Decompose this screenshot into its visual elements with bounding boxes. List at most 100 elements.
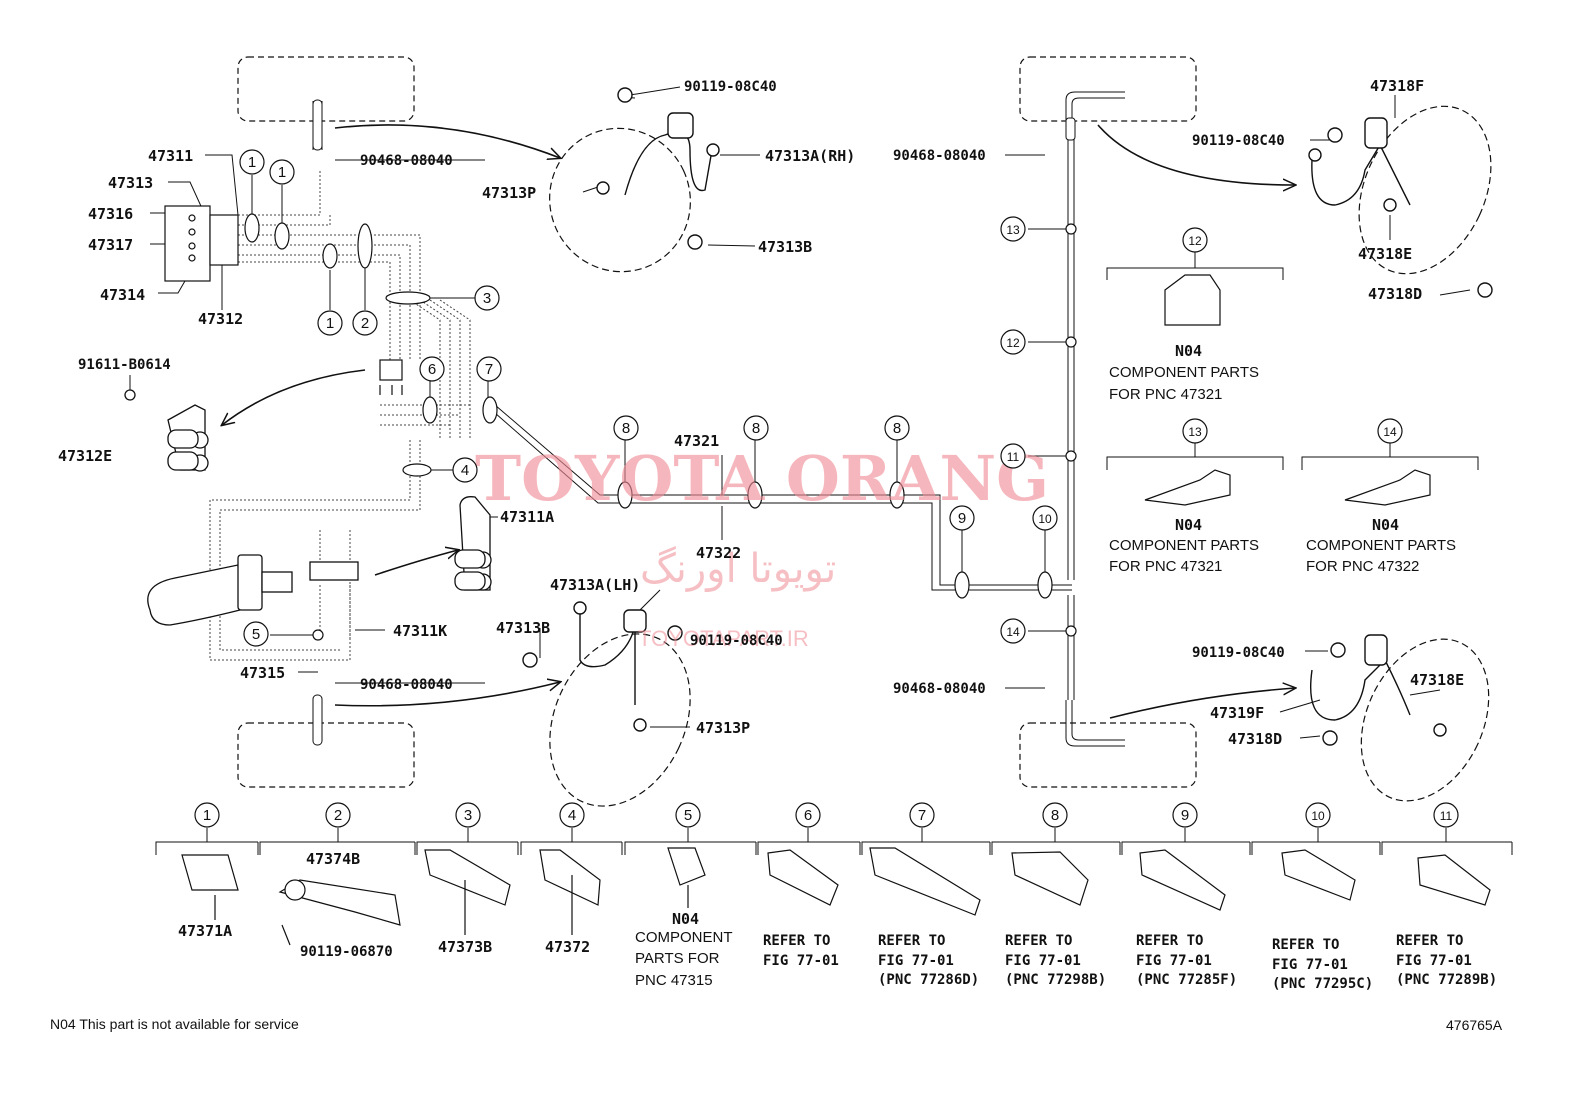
refer-blocks: REFER TO FIG 77-01 REFER TO FIG 77-01 (P…: [763, 933, 1497, 992]
refer-10-line2: FIG 77-01: [1272, 957, 1348, 973]
callout-number-8: 8: [1051, 807, 1059, 824]
n04-line2-5: PARTS FOR: [635, 950, 720, 967]
group-brackets: [155, 250, 1513, 855]
label-47312E: 47312E: [58, 447, 112, 465]
label-47316: 47316: [88, 205, 133, 223]
hose-detail-ovals: [549, 105, 1492, 807]
callout-circle-12: [1000, 329, 1026, 355]
bracket-47312E-sketch: [124, 389, 209, 472]
label-90119-top-right: 90119-08C40: [1192, 133, 1285, 149]
label-47314: 47314: [100, 286, 145, 304]
n04-line3-5: PNC 47315: [635, 972, 713, 989]
callout-number-5: 5: [252, 626, 260, 643]
callout-circle-7: [909, 802, 935, 828]
refer-10-line3: (PNC 77295C): [1272, 976, 1373, 992]
label-47372: 47372: [545, 938, 590, 956]
callout-circle-14: [1000, 618, 1026, 644]
label-47313B-top: 47313B: [758, 238, 812, 256]
refer-11-line3: (PNC 77289B): [1396, 972, 1497, 988]
label-47311A: 47311A: [500, 508, 554, 526]
label-47321: 47321: [674, 432, 719, 450]
label-90468-top-right: 90468-08040: [893, 148, 986, 164]
callout-circle-1: [317, 310, 343, 336]
label-47318F: 47318F: [1370, 77, 1424, 95]
callout-number-8: 8: [752, 420, 760, 437]
label-47315: 47315: [240, 664, 285, 682]
label-90119-top-left: 90119-08C40: [684, 79, 777, 95]
callout-number-13: 13: [1188, 425, 1202, 439]
label-47313A-LH: 47313A(LH): [550, 576, 640, 594]
refer-8-line3: (PNC 77298B): [1005, 972, 1106, 988]
callout-circle-12: [1182, 227, 1208, 253]
callout-circle-8: [613, 415, 639, 441]
label-47318E-top: 47318E: [1358, 245, 1412, 263]
label-47318D-bottom: 47318D: [1228, 730, 1282, 748]
refer-6-line1: REFER TO: [763, 933, 830, 949]
brake-tubes: [209, 91, 1125, 747]
callout-circle-10: [1032, 505, 1058, 531]
label-47313B-bottom: 47313B: [496, 619, 550, 637]
label-47311: 47311: [148, 147, 193, 165]
callout-circle-9: [1172, 802, 1198, 828]
callout-circle-8: [884, 415, 910, 441]
callout-number-8: 8: [893, 420, 901, 437]
refer-7-line3: (PNC 77286D): [878, 972, 979, 988]
callout-circle-13: [1182, 418, 1208, 444]
watermark-persian: تویوتا اورنگ: [640, 546, 836, 592]
callout-circle-6: [795, 802, 821, 828]
callout-circle-2: [325, 802, 351, 828]
label-90468-bottom-right: 90468-08040: [893, 681, 986, 697]
master-cylinder-sketch: [147, 554, 359, 626]
footer: N04 This part is not available for servi…: [50, 1016, 1503, 1033]
n04-line1-12: COMPONENT PARTS: [1109, 364, 1259, 381]
callout-number-10: 10: [1311, 809, 1325, 823]
n04-line1-14: COMPONENT PARTS: [1306, 537, 1456, 554]
footer-note: N04 This part is not available for servi…: [50, 1016, 299, 1032]
callout-number-4: 4: [461, 462, 469, 479]
n04-line2-12: FOR PNC 47321: [1109, 386, 1222, 403]
callout-circle-7: [476, 356, 502, 382]
part-labels: 47311 47313 47316 47317 47314 47312 9161…: [58, 77, 1464, 960]
label-47319F: 47319F: [1210, 704, 1264, 722]
refer-8-line2: FIG 77-01: [1005, 953, 1081, 969]
callout-number-9: 9: [1181, 807, 1189, 824]
label-90468-top-left: 90468-08040: [360, 153, 453, 169]
tube-clamps: [244, 213, 1077, 641]
callout-circle-8: [1042, 802, 1068, 828]
callout-circle-14: [1377, 418, 1403, 444]
refer-9-line1: REFER TO: [1136, 933, 1203, 949]
callout-number-4: 4: [568, 807, 576, 824]
label-47313P-top: 47313P: [482, 184, 536, 202]
callout-number-12: 12: [1006, 336, 1020, 350]
callout-number-14: 14: [1383, 425, 1397, 439]
callout-circle-10: [1305, 802, 1331, 828]
callout-number-1: 1: [203, 807, 211, 824]
label-47374B: 47374B: [306, 850, 360, 868]
n04-line1-5: COMPONENT: [635, 929, 733, 946]
watermark-brand: TOYOTA ORANG: [475, 442, 1049, 515]
callout-circle-13: [1000, 216, 1026, 242]
callout-circle-6: [419, 356, 445, 382]
callout-number-9: 9: [958, 510, 966, 527]
callout-number-2: 2: [361, 315, 369, 332]
label-90119-bottom-right: 90119-08C40: [1192, 645, 1285, 661]
callout-number-11: 11: [1007, 450, 1020, 464]
hose-sketches: [522, 87, 1493, 746]
watermark-url: TOYOTAPART.IR: [638, 626, 809, 651]
label-47373B: 47373B: [438, 938, 492, 956]
watermark: TOYOTA ORANG تویوتا اورنگ TOYOTAPART.IR: [475, 442, 1049, 651]
label-47313: 47313: [108, 174, 153, 192]
callout-circle-3: [474, 285, 500, 311]
label-47318D-top: 47318D: [1368, 285, 1422, 303]
callout-number-1: 1: [326, 315, 334, 332]
label-47371A: 47371A: [178, 922, 232, 940]
callout-number-3: 3: [464, 807, 472, 824]
callout-number-10: 10: [1038, 512, 1052, 526]
label-47317: 47317: [88, 236, 133, 254]
callout-number-6: 6: [804, 807, 812, 824]
refer-8-line1: REFER TO: [1005, 933, 1072, 949]
bracket-47311A-sketch: [454, 496, 492, 591]
refer-7-line2: FIG 77-01: [878, 953, 954, 969]
callout-number-5: 5: [684, 807, 692, 824]
